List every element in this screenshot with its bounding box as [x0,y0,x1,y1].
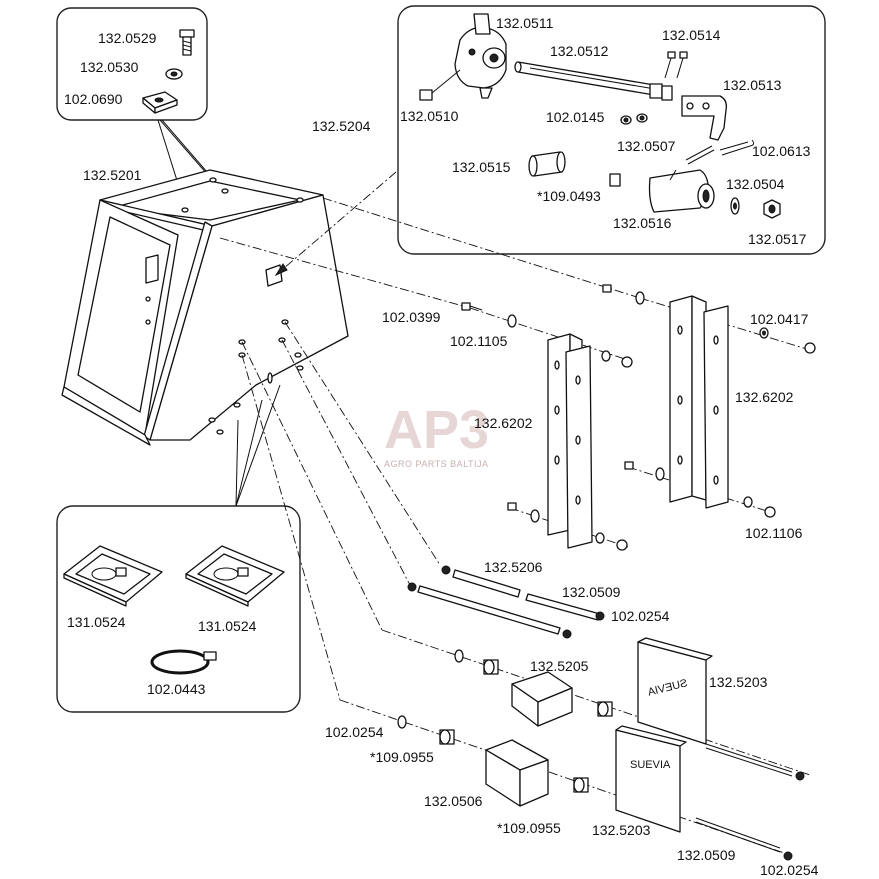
label-131-0524-left: 131.0524 [67,614,126,630]
label-102-0443: 102.0443 [147,681,206,697]
label-132-0506: 132.0506 [424,793,483,809]
bracket-132-0513 [681,95,728,141]
label-132-0515: 132.0515 [452,159,511,175]
label-102-0613: 102.0613 [752,143,811,159]
part-labels: 132.0529 132.0530 102.0690 132.5201 132.… [64,15,819,878]
mounting-bracket-131-0524-left [63,545,163,607]
nut-left-channel-top [601,350,633,368]
bolt-top-right [602,284,645,305]
hinge-pin-132-0509-lower [695,817,793,861]
label-132-0509-lower: 132.0509 [677,847,736,863]
label-102-0254-left: 102.0254 [325,724,384,740]
label-102-1105: 102.1105 [450,333,508,349]
lock-body-132-0516 [648,169,715,213]
label-102-0254-upper: 102.0254 [611,608,670,624]
rod-long-lower [407,582,572,639]
label-132-0513: 132.0513 [723,77,782,93]
label-102-0690: 102.0690 [64,91,123,107]
rod-132-0509-upper [441,565,605,621]
label-132-5203-lower: 132.5203 [592,822,651,838]
label-132-6202-left: 132.6202 [474,415,533,431]
mounting-bracket-131-0524-right [185,545,285,607]
hinge-block-132-5205 [511,671,573,727]
hose-clamp-102-0443 [150,649,217,675]
plate-text: SUEVIA [630,759,671,771]
mudflap-132-5203-back: SUEVIA [637,637,713,745]
nut-102-0417 [759,327,816,354]
label-109-0955-right: *109.0955 [497,820,561,836]
main-housing-132-5201 [61,169,349,446]
nuts-102-0145 [620,113,648,125]
label-132-0504: 132.0504 [726,176,785,192]
washer-132-0504 [730,197,740,215]
spring-pin-132-0507 [685,145,715,165]
label-109-0493: *109.0493 [537,188,601,204]
label-132-0510: 132.0510 [400,108,459,124]
washer-102-1106 [743,496,776,518]
watermark-logo: AP3 AGRO PARTS BALTIJA [384,400,489,469]
hardware-inset-panel [56,7,208,121]
label-102-0145: 102.0145 [546,109,605,125]
bushing-mid-right [597,701,613,717]
label-132-0512: 132.0512 [550,43,609,59]
watermark-logo-text: AP3 [384,400,489,460]
label-132-0530: 132.0530 [80,59,139,75]
hinge-pin-upper [705,743,805,781]
bushing-109-0493 [609,173,621,187]
bushing-109-0955-right [573,777,589,793]
bolt-right-channel-mid [624,461,665,481]
label-132-0507: 132.0507 [617,138,676,154]
bolt-102-0399 [461,302,483,311]
channel-rail-132-6202-right [669,295,729,509]
label-132-5203-upper: 132.5203 [709,674,768,690]
label-109-0955-left: *109.0955 [370,749,434,765]
label-132-0529: 132.0529 [98,30,157,46]
label-102-0399: 102.0399 [382,309,441,325]
rod-132-5206 [452,569,521,598]
label-102-0254-lower: 102.0254 [760,862,819,878]
label-132-5205: 132.5205 [530,658,589,674]
bolts-132-0514 [664,51,688,79]
bolt-left-channel-bottom [507,502,628,551]
channel-rail-132-6202-left [547,333,593,549]
label-132-5204: 132.5204 [312,118,371,134]
bolt-132-0529 [179,29,195,56]
label-132-5206: 132.5206 [484,559,543,575]
label-132-0511: 132.0511 [496,15,554,31]
label-132-0514: 132.0514 [662,27,721,43]
bushing-109-0955-left [439,729,455,745]
cotter-pin-102-0613 [719,139,755,156]
mudflap-132-5203-front: SUEVIA [615,725,687,833]
label-132-5201: 132.5201 [83,167,142,183]
square-nut-102-0690 [142,91,178,114]
label-102-0417: 102.0417 [750,311,809,327]
label-102-1106: 102.1106 [745,525,803,541]
label-132-0516: 132.0516 [613,215,672,231]
hinge-block-132-0506 [485,739,549,807]
shaft-132-0512 [514,61,673,101]
washer-102-0254-left [397,715,407,729]
nut-132-0517 [763,199,781,219]
spacer-132-0515 [528,151,566,177]
washer-132-0530 [165,68,183,80]
lever-housing-132-0511 [454,13,507,99]
bolt-132-0510 [419,69,461,101]
watermark-subtitle: AGRO PARTS BALTIJA [384,459,489,469]
label-132-6202-right: 132.6202 [735,389,794,405]
label-132-0509-upper: 132.0509 [562,584,621,600]
label-131-0524-right: 131.0524 [198,618,257,634]
bushing-upper-pair [454,649,499,675]
label-132-0517: 132.0517 [748,231,807,247]
washer-102-1105 [507,314,517,328]
